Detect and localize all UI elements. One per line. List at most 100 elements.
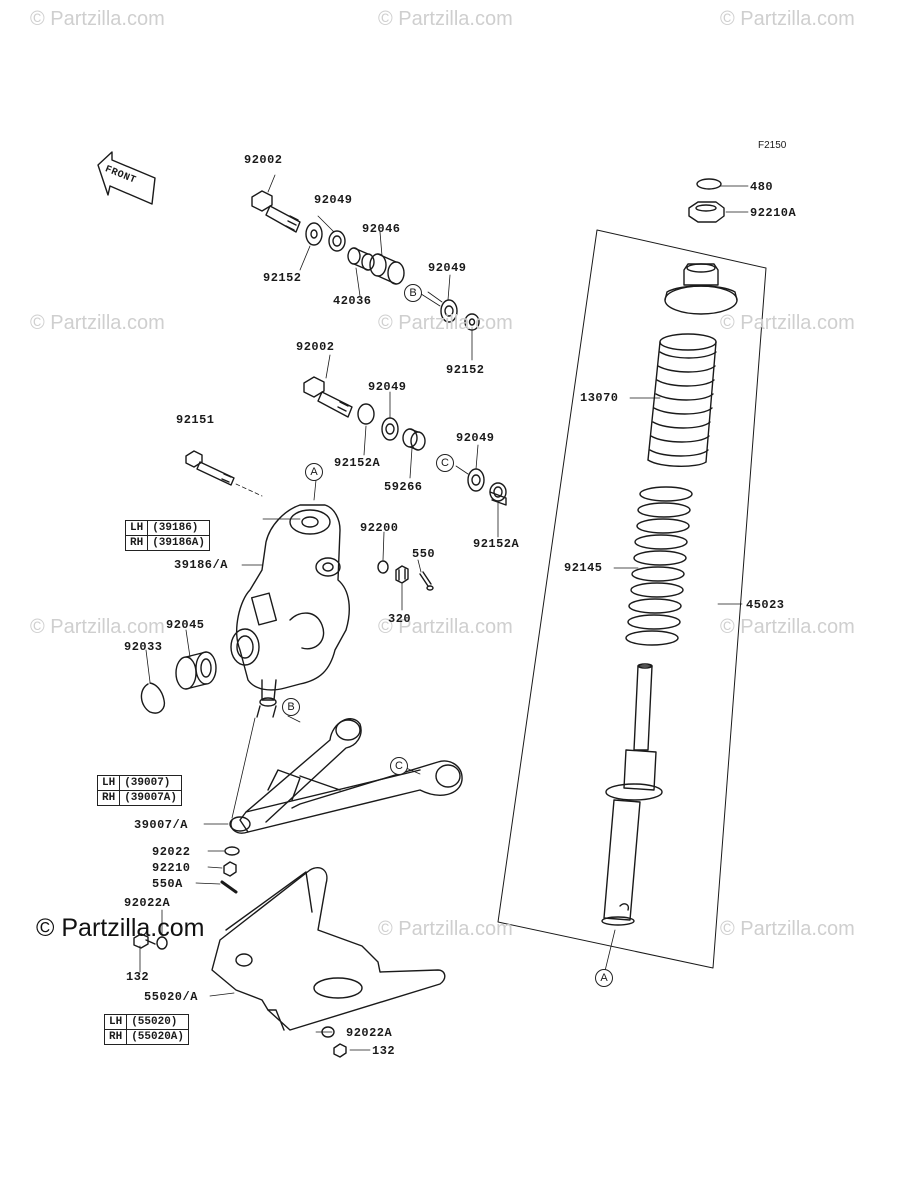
- variant-table-arm: LH (39007) RH (39007A): [96, 775, 183, 806]
- part-label: 480: [750, 180, 774, 194]
- ref-marker-c: C: [390, 757, 408, 775]
- watermark: © Partzilla.com: [378, 8, 513, 30]
- part-label: 92045: [166, 618, 205, 632]
- part-label: 92002: [296, 340, 335, 354]
- part-number: (55020): [126, 1014, 190, 1030]
- watermark: © Partzilla.com: [30, 8, 165, 30]
- snap-ring-480: [696, 178, 722, 190]
- bolt-132-b: [333, 1043, 347, 1058]
- part-label: 92152: [263, 271, 302, 285]
- watermark: © Partzilla.com: [30, 312, 165, 334]
- ref-marker-c: C: [436, 454, 454, 472]
- side-label: RH: [96, 790, 121, 806]
- shock-frame: [497, 229, 767, 969]
- ref-marker-b: B: [282, 698, 300, 716]
- watermark: © Partzilla.com: [30, 616, 165, 638]
- variant-table-knuckle: LH (39186) RH (39186A): [124, 520, 211, 551]
- part-label: 92049: [368, 380, 407, 394]
- side-label: RH: [124, 535, 149, 551]
- ref-marker-b: B: [404, 284, 422, 302]
- damper-body: [601, 663, 663, 926]
- part-label: 92046: [362, 222, 401, 236]
- part-label: 92200: [360, 521, 399, 535]
- part-label: 92152: [446, 363, 485, 377]
- part-number: (39007): [119, 775, 183, 791]
- watermark: © Partzilla.com: [720, 8, 855, 30]
- part-label: 92033: [124, 640, 163, 654]
- bolt-92002-upper: [251, 190, 301, 233]
- part-label: 39186/A: [174, 558, 228, 572]
- bearing-92049-a: [328, 230, 346, 252]
- nut-92210A: [688, 201, 725, 223]
- part-number: (39186A): [147, 535, 211, 551]
- bearing-92049-c: [381, 417, 399, 441]
- part-number: (39186): [147, 520, 211, 536]
- part-label: 92210A: [750, 206, 797, 220]
- side-label: LH: [96, 775, 121, 791]
- castle-nut-320: [395, 565, 409, 584]
- bearing-92045: [175, 651, 217, 690]
- watermark: © Partzilla.com: [378, 312, 513, 334]
- part-label: 92022: [152, 845, 191, 859]
- ref-marker-a: A: [305, 463, 323, 481]
- dust-boot-13070: [647, 333, 717, 467]
- part-label: 92151: [176, 413, 215, 427]
- cotter-pin-550: [419, 571, 434, 591]
- nut-92210: [223, 861, 237, 877]
- figure-id: F2150: [758, 140, 787, 151]
- part-label: 92145: [564, 561, 603, 575]
- front-arrow-icon: [97, 151, 156, 205]
- part-number: (55020A): [126, 1029, 190, 1045]
- collar-42036: [347, 247, 375, 271]
- washer-92200: [377, 560, 389, 574]
- part-label: 92022A: [124, 896, 171, 910]
- a-arm-39007: [229, 718, 463, 834]
- washer-92152-upper: [305, 222, 323, 246]
- bolt-132-a: [133, 933, 156, 949]
- part-label: 13070: [580, 391, 619, 405]
- part-label: 92022A: [346, 1026, 393, 1040]
- part-label: 132: [126, 970, 150, 984]
- part-label: 39007/A: [134, 818, 188, 832]
- variant-table-guard: LH (55020) RH (55020A): [103, 1014, 190, 1045]
- part-label: 92002: [244, 153, 283, 167]
- washer-92022: [224, 846, 240, 856]
- bolt-92002-lower: [303, 376, 353, 418]
- washer-92152A-a: [357, 403, 375, 425]
- watermark: © Partzilla.com: [720, 918, 855, 940]
- part-number: (39007A): [119, 790, 183, 806]
- part-label: 92210: [152, 861, 191, 875]
- part-label: 550: [412, 547, 436, 561]
- brand-logo: © Partzilla.com: [36, 914, 205, 942]
- part-label: 550A: [152, 877, 183, 891]
- ref-marker-a: A: [595, 969, 613, 987]
- spring-92145: [625, 486, 693, 646]
- part-label: 59266: [384, 480, 423, 494]
- part-label: 42036: [333, 294, 372, 308]
- side-label: RH: [103, 1029, 128, 1045]
- collar-59266: [402, 428, 426, 451]
- part-label: 132: [372, 1044, 396, 1058]
- washer-92152A-b: [489, 482, 507, 506]
- skid-plate-55020: [211, 866, 446, 1031]
- part-label: 92152A: [334, 456, 381, 470]
- part-label: 320: [388, 612, 412, 626]
- washer-92022A-a: [156, 936, 168, 950]
- side-label: LH: [124, 520, 149, 536]
- circlip-92033: [140, 682, 166, 714]
- watermark: © Partzilla.com: [720, 312, 855, 334]
- part-label: 92049: [314, 193, 353, 207]
- knuckle-39186: [230, 504, 350, 718]
- part-label: 92049: [428, 261, 467, 275]
- watermark: © Partzilla.com: [378, 616, 513, 638]
- part-label: 55020/A: [144, 990, 198, 1004]
- bushing-92046: [369, 253, 405, 285]
- part-label: 92152A: [473, 537, 520, 551]
- cotter-pin-550A: [220, 880, 238, 894]
- part-label: 92049: [456, 431, 495, 445]
- bearing-92049-b: [440, 299, 458, 323]
- bolt-92151: [185, 450, 235, 486]
- bearing-92049-d: [467, 468, 485, 492]
- watermark: © Partzilla.com: [378, 918, 513, 940]
